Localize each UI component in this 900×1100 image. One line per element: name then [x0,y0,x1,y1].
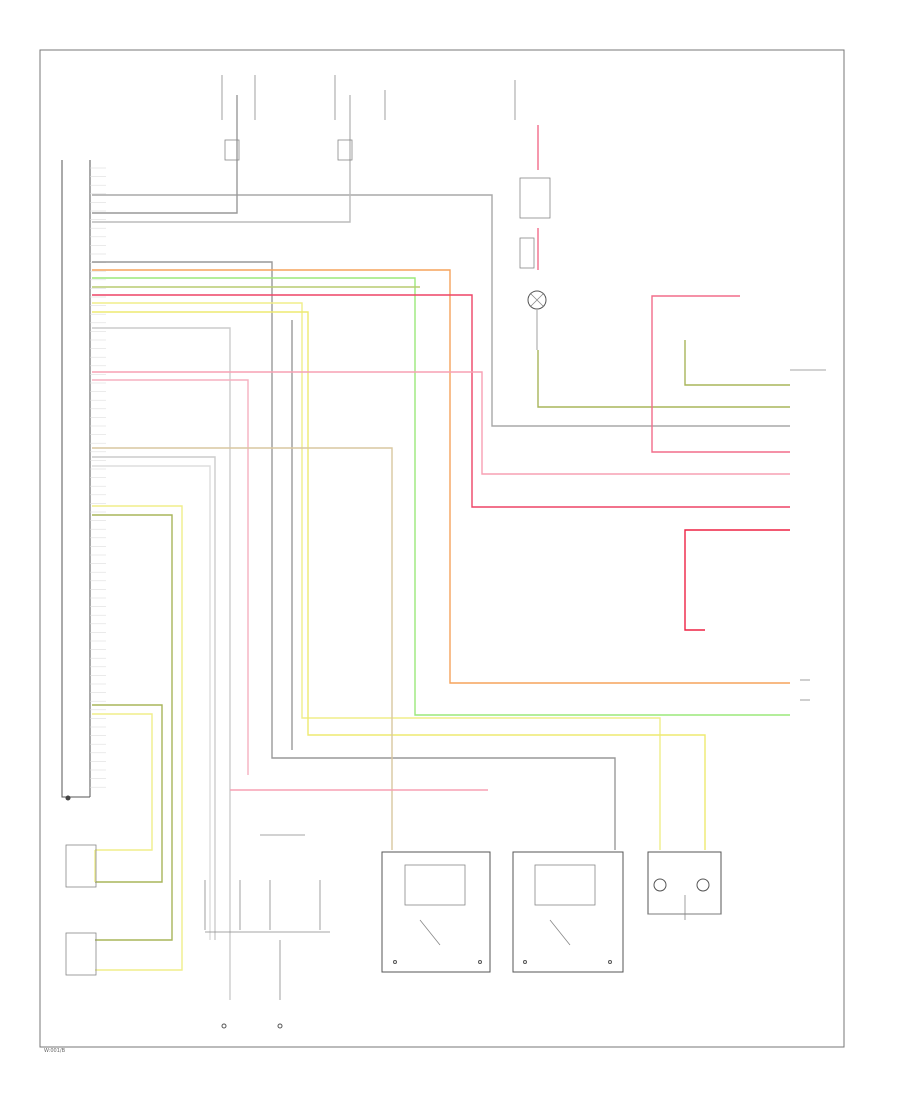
control-module [61,160,106,801]
wire-olive-4 [537,350,790,408]
wire-tan [92,447,393,850]
wire-olive-3 [92,704,163,883]
right-connector [790,369,826,701]
wire-gray-1 [92,194,790,427]
diagram-frame [39,49,845,1048]
switch-assembly [204,834,330,1029]
wire-yellow-1 [92,302,661,850]
wire-red-1 [92,294,790,508]
ground-icon [65,795,71,801]
wire-lightgray-1 [92,327,231,1000]
fuse-block-1 [221,75,256,161]
diagram-code: W:001/B [44,1048,66,1054]
wire-lightgray-2 [92,456,216,940]
left-front-sensor [381,851,491,973]
buzzer-unit [647,851,722,920]
wire-olive-2 [92,514,173,941]
wire-green [92,277,790,716]
fuse-block-3 [514,80,551,269]
wire-pink-2 [92,379,249,775]
wire-gray-4 [92,261,616,850]
pin-ticks [90,167,106,788]
wire-lightgray-3 [92,465,211,940]
wire-yellow-4 [92,713,153,851]
wire-red-2 [684,529,790,631]
indicator-lamp [527,290,547,350]
wire-olive-5 [684,340,790,386]
rear-sensor-left-bottom [65,932,97,976]
wire-yellow-3 [92,505,183,971]
right-front-sensor [512,851,624,973]
fuse-block-2 [334,75,386,161]
wire-orange [92,269,790,684]
wire-gray-2 [92,95,238,214]
wires [92,95,790,1000]
wire-pink-1 [92,371,790,475]
wire-pink-3 [651,295,790,453]
wire-gray-3 [92,95,351,223]
wire-yellow-2 [92,311,706,850]
rear-sensor-left-top [65,844,97,888]
